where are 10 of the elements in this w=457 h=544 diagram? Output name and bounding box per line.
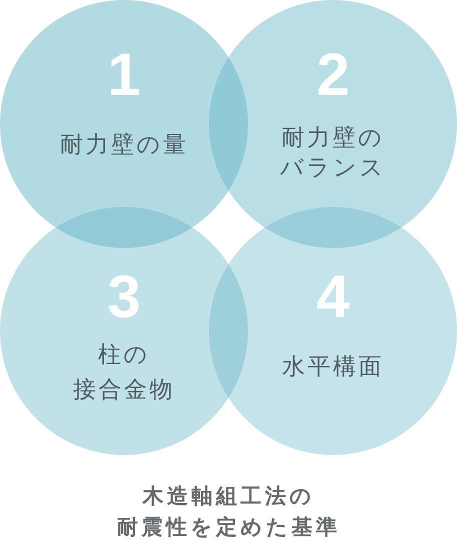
category-circle [209, 207, 457, 455]
circle-label: 耐力壁の量 [60, 131, 188, 160]
circle-number: 4 [316, 267, 350, 327]
circle-number: 3 [107, 267, 141, 327]
circle-label: 水平構面 [282, 353, 384, 382]
caption: 木造軸組工法の耐震性を定めた基準 [116, 483, 340, 541]
circle-number: 1 [107, 45, 141, 105]
circle-label: 柱の接合金物 [73, 341, 175, 405]
circle-label: 耐力壁のバランス [280, 124, 386, 183]
circle-number: 2 [316, 45, 350, 105]
